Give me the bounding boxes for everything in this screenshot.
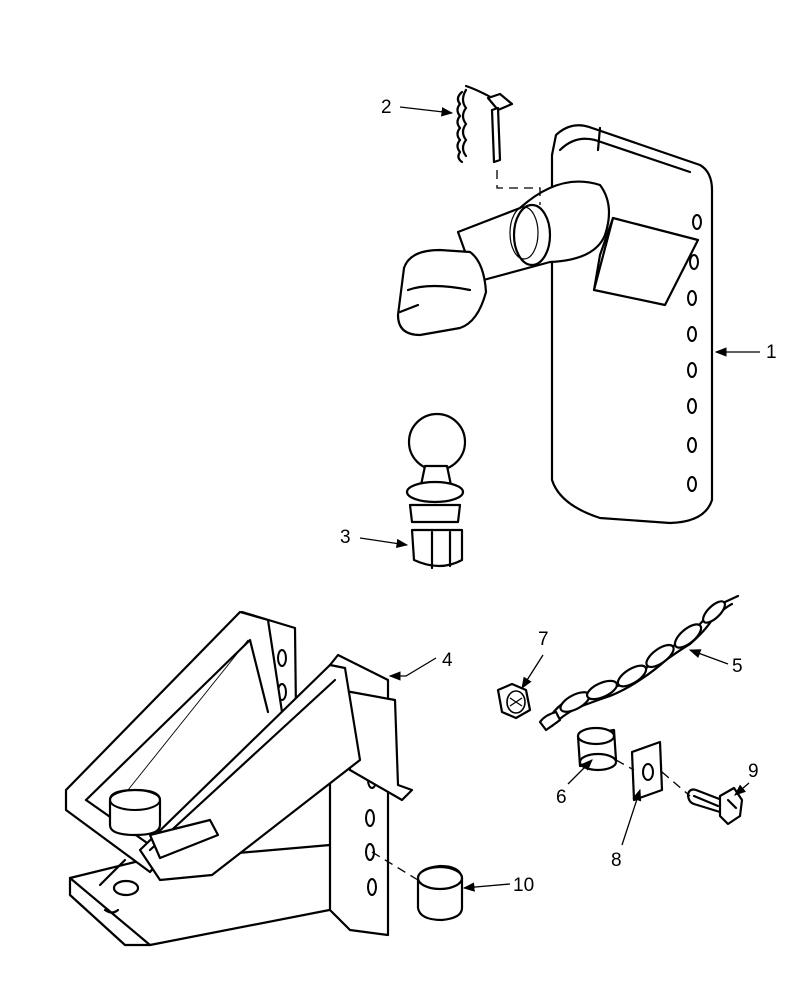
callout-label: 3	[340, 527, 351, 548]
safety-chain-part	[538, 594, 740, 732]
callout-label: 4	[442, 650, 453, 671]
callout-4: 4	[388, 650, 453, 681]
pin-chain-part	[456, 84, 514, 164]
callout-7: 7	[521, 629, 549, 689]
mounting-bracket-part	[64, 610, 414, 947]
tow-ball-part	[405, 412, 467, 570]
assembly-lines	[371, 759, 691, 881]
callout-label: 7	[538, 629, 549, 650]
callout-label: 2	[381, 97, 392, 118]
square-washer-part	[630, 740, 664, 802]
callout-9: 9	[734, 761, 759, 796]
callout-label: 10	[513, 875, 534, 896]
callout-label: 9	[748, 761, 759, 782]
callout-8: 8	[611, 788, 642, 871]
callout-label: 5	[732, 656, 743, 677]
hitch-drawbar-part	[396, 124, 714, 525]
callout-3: 3	[340, 527, 409, 549]
callout-2: 2	[381, 97, 454, 118]
callout-6: 6	[556, 759, 593, 808]
callout-label: 6	[556, 787, 567, 808]
callout-10: 10	[462, 875, 534, 896]
callout-5: 5	[688, 649, 743, 677]
callout-label: 8	[611, 850, 622, 871]
bushing-part	[576, 726, 618, 772]
callout-label: 1	[766, 342, 777, 363]
bolt-part	[686, 786, 744, 826]
callout-1: 1	[714, 342, 777, 363]
lock-nut-part	[496, 682, 532, 720]
spacer-part	[416, 864, 464, 922]
